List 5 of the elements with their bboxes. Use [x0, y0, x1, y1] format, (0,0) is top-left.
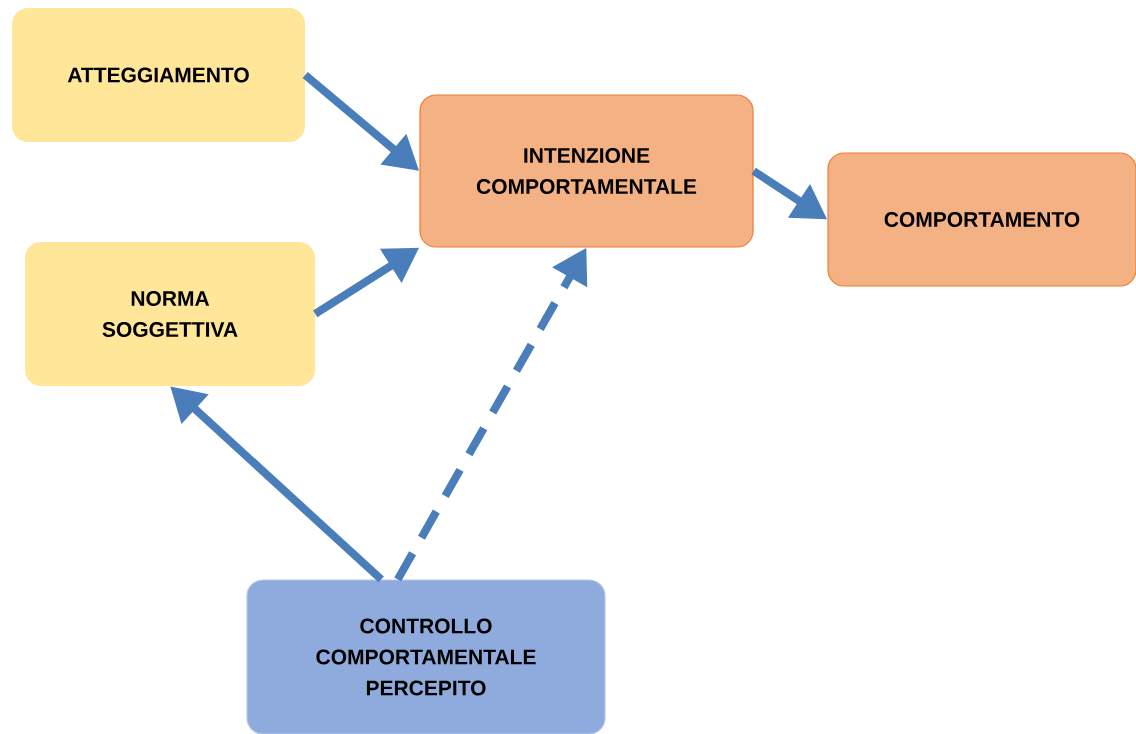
process-box: INTENZIONE COMPORTAMENTALE: [419, 94, 754, 248]
process-box: COMPORTAMENTO: [827, 152, 1136, 287]
process-box: ATTEGGIAMENTO: [12, 8, 305, 142]
process-box: CONTROLLO COMPORTAMENTALE PERCEPITO: [246, 579, 606, 734]
process-box: NORMA SOGGETTIVA: [25, 242, 315, 386]
